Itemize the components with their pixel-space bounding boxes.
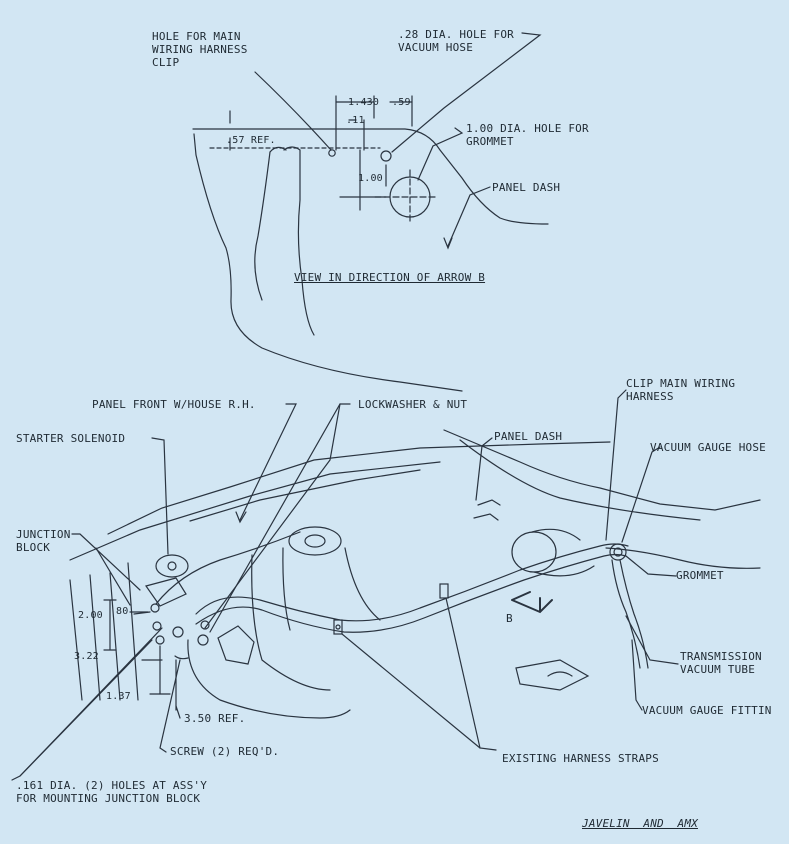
panel-left-edge [193,133,463,392]
label-grommet: GROMMET [676,569,724,582]
label-arrow-b: B [506,612,513,625]
clip-hole [328,149,336,157]
label-grommet-hole: 1.00 DIA. HOLE FOR GROMMET [466,122,589,148]
grommet-ring [609,543,627,561]
leader-grommet-main [625,555,677,577]
leader-junction [71,533,141,591]
panel-top-edge [192,128,549,225]
dim-80: 80 [116,606,129,617]
junction-block-body [145,577,187,607]
fender-line [107,441,611,535]
label-existing-straps: EXISTING HARNESS STRAPS [502,752,659,765]
dim-line-main [103,599,117,651]
dim-322: 3.22 [74,651,99,662]
label-vacuum-gauge-hose: VACUUM GAUGE HOSE [650,441,766,454]
label-starter-solenoid: STARTER SOLENOID [16,432,126,445]
label-vacuum-hose-hole: .28 DIA. HOLE FOR VACUUM HOSE [398,28,514,54]
label-hole-main-clip: HOLE FOR MAIN WIRING HARNESS CLIP [152,30,248,69]
battery-tray [515,659,590,691]
dim-59: .59 [392,97,411,108]
vacuum-hose [605,547,761,569]
arrow-b [511,591,553,614]
label-vacuum-gauge-fitting: VACUUM GAUGE FITTIN [642,704,772,717]
label-panel-dash: PANEL DASH [494,430,563,443]
leader-straps [445,597,497,751]
starter-solenoid [155,554,189,578]
dim-200: 2.00 [78,610,103,621]
label-panel-dash-top: PANEL DASH [492,181,561,194]
leader-starter [151,437,169,555]
leader-panel-dash [475,437,493,501]
label-panel-front: PANEL FRONT W/HOUSE R.H. [92,398,256,411]
relay-box [217,625,255,665]
leader-vacuum-hole [391,32,542,153]
booster [511,531,557,573]
main-harness [195,543,629,622]
label-screw: SCREW (2) REQ'D. [170,745,280,758]
leader-fitting [631,639,643,711]
view-caption: VIEW IN DIRECTION OF ARROW B [294,271,486,284]
leader-vac-gauge-hose [621,446,661,543]
vacuum-hole [380,150,392,162]
label-holes-junction: .161 DIA. (2) HOLES AT ASS'Y FOR MOUNTIN… [16,779,208,805]
leader-screw [159,659,181,753]
leader-grommet [417,127,464,181]
panel-ridge [283,146,315,336]
front-harness [155,531,301,605]
label-clip-main: CLIP MAIN WIRING HARNESS [626,377,736,403]
dim-100: 1.00 [358,173,383,184]
harness-strap-2 [333,619,343,635]
leader-panel-dash-top [447,186,491,247]
leader-panel-front [239,403,297,521]
label-junction-block: JUNCTION BLOCK [16,528,71,554]
shock-tower [288,526,342,556]
leader-clip [605,389,627,541]
leader-trans-tube [625,615,679,665]
leader-80 [133,611,151,615]
label-transmission-tube: TRANSMISSION VACUUM TUBE [680,650,762,676]
dim-137: 1.37 [106,691,131,702]
leader-clip-hole [254,71,332,151]
dim-1430: 1.430 [348,97,380,108]
dim-11: .11 [346,115,365,126]
ref-350: 3.50 REF. [184,712,246,725]
label-lockwasher: LOCKWASHER & NUT [358,398,468,411]
leader-350 [175,705,181,719]
model-caption: JAVELIN AND AMX [582,817,698,830]
ref-57: .57 REF. [226,135,276,146]
harness-strap-1 [439,583,449,599]
